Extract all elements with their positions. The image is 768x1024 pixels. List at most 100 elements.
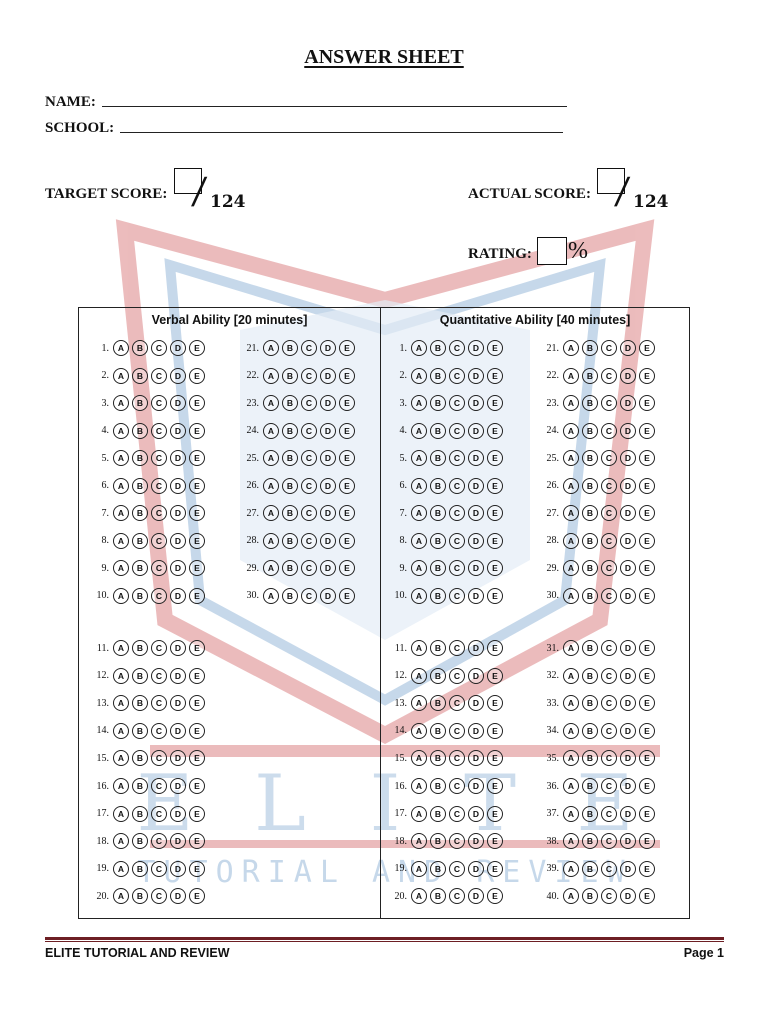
answer-bubble-b[interactable]: B [430, 587, 446, 604]
answer-bubble-a[interactable]: A [113, 750, 129, 767]
answer-bubble-c[interactable]: C [449, 640, 465, 656]
answer-bubble-e[interactable]: E [189, 422, 205, 439]
answer-bubble-c[interactable]: C [601, 722, 617, 739]
answer-bubble-e[interactable]: E [639, 587, 655, 604]
answer-bubble-b[interactable]: B [430, 367, 446, 384]
answer-bubble-a[interactable]: A [411, 340, 427, 356]
answer-bubble-c[interactable]: C [151, 860, 167, 877]
answer-bubble-a[interactable]: A [563, 505, 579, 521]
answer-bubble-c[interactable]: C [301, 532, 317, 549]
answer-bubble-c[interactable]: C [151, 422, 167, 439]
answer-bubble-b[interactable]: B [132, 367, 148, 384]
answer-bubble-b[interactable]: B [430, 750, 446, 767]
answer-bubble-d[interactable]: D [620, 367, 636, 384]
answer-bubble-d[interactable]: D [468, 695, 484, 712]
answer-bubble-c[interactable]: C [151, 367, 167, 384]
answer-bubble-e[interactable]: E [487, 587, 503, 604]
answer-bubble-e[interactable]: E [487, 640, 503, 656]
answer-bubble-b[interactable]: B [582, 367, 598, 384]
answer-bubble-d[interactable]: D [620, 833, 636, 850]
answer-bubble-e[interactable]: E [189, 888, 205, 905]
answer-bubble-e[interactable]: E [189, 640, 205, 656]
answer-bubble-c[interactable]: C [449, 450, 465, 466]
answer-bubble-b[interactable]: B [132, 778, 148, 794]
answer-bubble-d[interactable]: D [620, 667, 636, 684]
answer-bubble-a[interactable]: A [263, 587, 279, 604]
answer-bubble-c[interactable]: C [601, 560, 617, 576]
answer-bubble-b[interactable]: B [132, 805, 148, 822]
answer-bubble-a[interactable]: A [411, 477, 427, 494]
answer-bubble-c[interactable]: C [601, 477, 617, 494]
answer-bubble-b[interactable]: B [430, 888, 446, 905]
answer-bubble-c[interactable]: C [601, 340, 617, 356]
answer-bubble-a[interactable]: A [113, 805, 129, 822]
answer-bubble-a[interactable]: A [113, 477, 129, 494]
answer-bubble-a[interactable]: A [113, 695, 129, 712]
answer-bubble-e[interactable]: E [487, 667, 503, 684]
answer-bubble-c[interactable]: C [151, 695, 167, 712]
answer-bubble-c[interactable]: C [449, 860, 465, 877]
answer-bubble-c[interactable]: C [301, 367, 317, 384]
answer-bubble-e[interactable]: E [189, 532, 205, 549]
answer-bubble-d[interactable]: D [320, 367, 336, 384]
answer-bubble-d[interactable]: D [468, 532, 484, 549]
answer-bubble-e[interactable]: E [487, 422, 503, 439]
answer-bubble-d[interactable]: D [620, 395, 636, 411]
answer-bubble-a[interactable]: A [113, 450, 129, 466]
answer-bubble-a[interactable]: A [263, 505, 279, 521]
answer-bubble-d[interactable]: D [170, 778, 186, 794]
answer-bubble-b[interactable]: B [582, 395, 598, 411]
answer-bubble-c[interactable]: C [449, 340, 465, 356]
answer-bubble-a[interactable]: A [113, 367, 129, 384]
answer-bubble-d[interactable]: D [468, 587, 484, 604]
answer-bubble-a[interactable]: A [411, 778, 427, 794]
answer-bubble-b[interactable]: B [282, 340, 298, 356]
answer-bubble-c[interactable]: C [601, 750, 617, 767]
answer-bubble-a[interactable]: A [113, 640, 129, 656]
answer-bubble-e[interactable]: E [487, 833, 503, 850]
answer-bubble-b[interactable]: B [282, 367, 298, 384]
answer-bubble-b[interactable]: B [132, 450, 148, 466]
answer-bubble-c[interactable]: C [301, 505, 317, 521]
answer-bubble-b[interactable]: B [582, 833, 598, 850]
answer-bubble-e[interactable]: E [639, 667, 655, 684]
answer-bubble-a[interactable]: A [563, 750, 579, 767]
answer-bubble-e[interactable]: E [487, 695, 503, 712]
answer-bubble-d[interactable]: D [170, 367, 186, 384]
answer-bubble-a[interactable]: A [563, 695, 579, 712]
answer-bubble-c[interactable]: C [449, 667, 465, 684]
answer-bubble-a[interactable]: A [411, 560, 427, 576]
answer-bubble-a[interactable]: A [411, 532, 427, 549]
answer-bubble-e[interactable]: E [189, 450, 205, 466]
answer-bubble-a[interactable]: A [563, 860, 579, 877]
answer-bubble-a[interactable]: A [563, 450, 579, 466]
answer-bubble-c[interactable]: C [151, 505, 167, 521]
answer-bubble-e[interactable]: E [339, 560, 355, 576]
answer-bubble-e[interactable]: E [487, 395, 503, 411]
answer-bubble-c[interactable]: C [151, 805, 167, 822]
answer-bubble-a[interactable]: A [563, 805, 579, 822]
answer-bubble-e[interactable]: E [487, 450, 503, 466]
answer-bubble-e[interactable]: E [487, 477, 503, 494]
answer-bubble-e[interactable]: E [189, 367, 205, 384]
answer-bubble-e[interactable]: E [639, 640, 655, 656]
answer-bubble-d[interactable]: D [620, 505, 636, 521]
answer-bubble-e[interactable]: E [189, 722, 205, 739]
answer-bubble-e[interactable]: E [487, 750, 503, 767]
answer-bubble-b[interactable]: B [282, 532, 298, 549]
answer-bubble-e[interactable]: E [189, 695, 205, 712]
answer-bubble-e[interactable]: E [639, 477, 655, 494]
answer-bubble-d[interactable]: D [320, 477, 336, 494]
answer-bubble-e[interactable]: E [639, 860, 655, 877]
answer-bubble-a[interactable]: A [113, 532, 129, 549]
answer-bubble-e[interactable]: E [487, 778, 503, 794]
answer-bubble-b[interactable]: B [282, 422, 298, 439]
answer-bubble-d[interactable]: D [620, 560, 636, 576]
answer-bubble-b[interactable]: B [582, 505, 598, 521]
answer-bubble-c[interactable]: C [151, 395, 167, 411]
answer-bubble-d[interactable]: D [170, 340, 186, 356]
answer-bubble-d[interactable]: D [620, 888, 636, 905]
answer-bubble-e[interactable]: E [189, 860, 205, 877]
answer-bubble-a[interactable]: A [263, 395, 279, 411]
answer-bubble-a[interactable]: A [263, 367, 279, 384]
